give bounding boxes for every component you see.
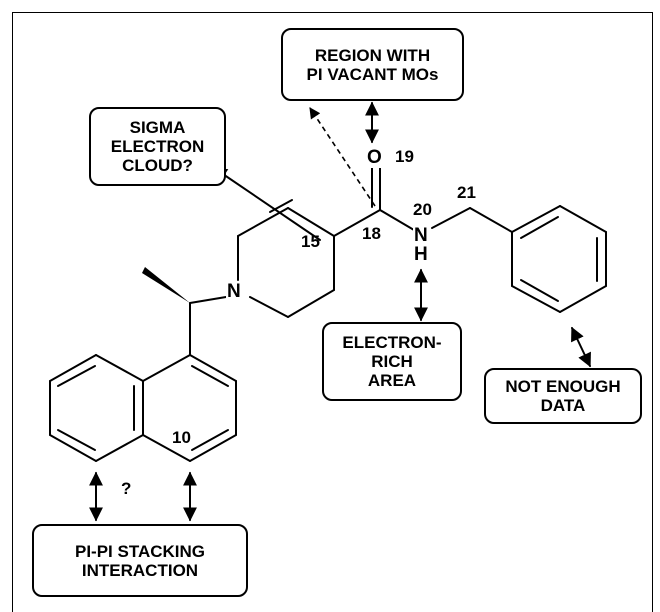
box-sigma-electron-cloud-text: SIGMA ELECTRON CLOUD? — [110, 118, 205, 175]
bond-pip-4 — [287, 289, 335, 318]
box-electron-rich-area: ELECTRON- RICH AREA — [322, 322, 462, 401]
figure-frame — [12, 12, 653, 612]
bond-nr-5 — [142, 434, 191, 462]
bond-nr-2 — [189, 354, 237, 382]
atom-number-21: 21 — [457, 183, 476, 202]
arrow-sigma — [212, 167, 321, 241]
bond-ph-in-3 — [520, 279, 559, 302]
atom-hydrogen: H — [413, 244, 429, 265]
bond-ph-4 — [559, 285, 607, 313]
bond-n-ch — [189, 296, 227, 304]
atom-number-19: 19 — [395, 147, 414, 166]
atom-number-10: 10 — [172, 428, 191, 447]
dashed-arrow-vacant — [309, 107, 376, 207]
bond-pip-2 — [287, 207, 335, 237]
bond-nl-in-3 — [57, 429, 96, 451]
atom-nitrogen-amide: N — [413, 225, 429, 246]
box-not-enough-data: NOT ENOUGH DATA — [484, 368, 642, 424]
bond-nl-2 — [95, 354, 144, 382]
atom-number-15: 15 — [301, 232, 320, 251]
bond-pip-extra — [269, 199, 293, 213]
bond-ph-2 — [559, 205, 607, 233]
bond-nr-1 — [142, 354, 191, 382]
box-pi-pi-stacking: PI-PI STACKING INTERACTION — [32, 524, 248, 597]
box-electron-rich-area-text: ELECTRON- RICH AREA — [342, 333, 442, 390]
box-sigma-electron-cloud: SIGMA ELECTRON CLOUD? — [89, 107, 226, 186]
box-pi-pi-stacking-text: PI-PI STACKING INTERACTION — [74, 541, 206, 580]
bond-ph-5 — [511, 285, 561, 313]
box-region-vacant-mos: REGION WITH PI VACANT MOs — [281, 28, 464, 101]
box-region-vacant-mos-text: REGION WITH PI VACANT MOs — [306, 45, 439, 84]
bond-ph-in-1 — [520, 216, 559, 239]
bond-nr-4 — [189, 434, 237, 462]
bond-nl-5 — [49, 434, 97, 462]
bond-nr-in-1 — [191, 365, 229, 387]
bond-nl-4 — [95, 434, 144, 462]
bond-pip-5 — [249, 296, 289, 318]
bond-c15-c18 — [333, 209, 381, 237]
atom-number-20: 20 — [413, 200, 432, 219]
atom-number-18: 18 — [362, 224, 381, 243]
bond-nr-in-2 — [191, 429, 229, 451]
bond-c21-ph — [469, 207, 513, 233]
atom-oxygen: O — [366, 147, 383, 168]
bond-ph-1 — [511, 205, 561, 233]
arrow-not-enough — [571, 326, 591, 368]
bond-c18-n20 — [379, 209, 415, 231]
box-not-enough-data-text: NOT ENOUGH DATA — [505, 377, 621, 415]
bond-nl-in-1 — [57, 365, 96, 387]
wedge-bond-methyl — [142, 267, 190, 303]
question-mark: ? — [121, 479, 132, 498]
bond-nl-1 — [49, 354, 97, 382]
atom-nitrogen-ring: N — [226, 281, 242, 302]
bond-n20-c21 — [431, 207, 471, 229]
